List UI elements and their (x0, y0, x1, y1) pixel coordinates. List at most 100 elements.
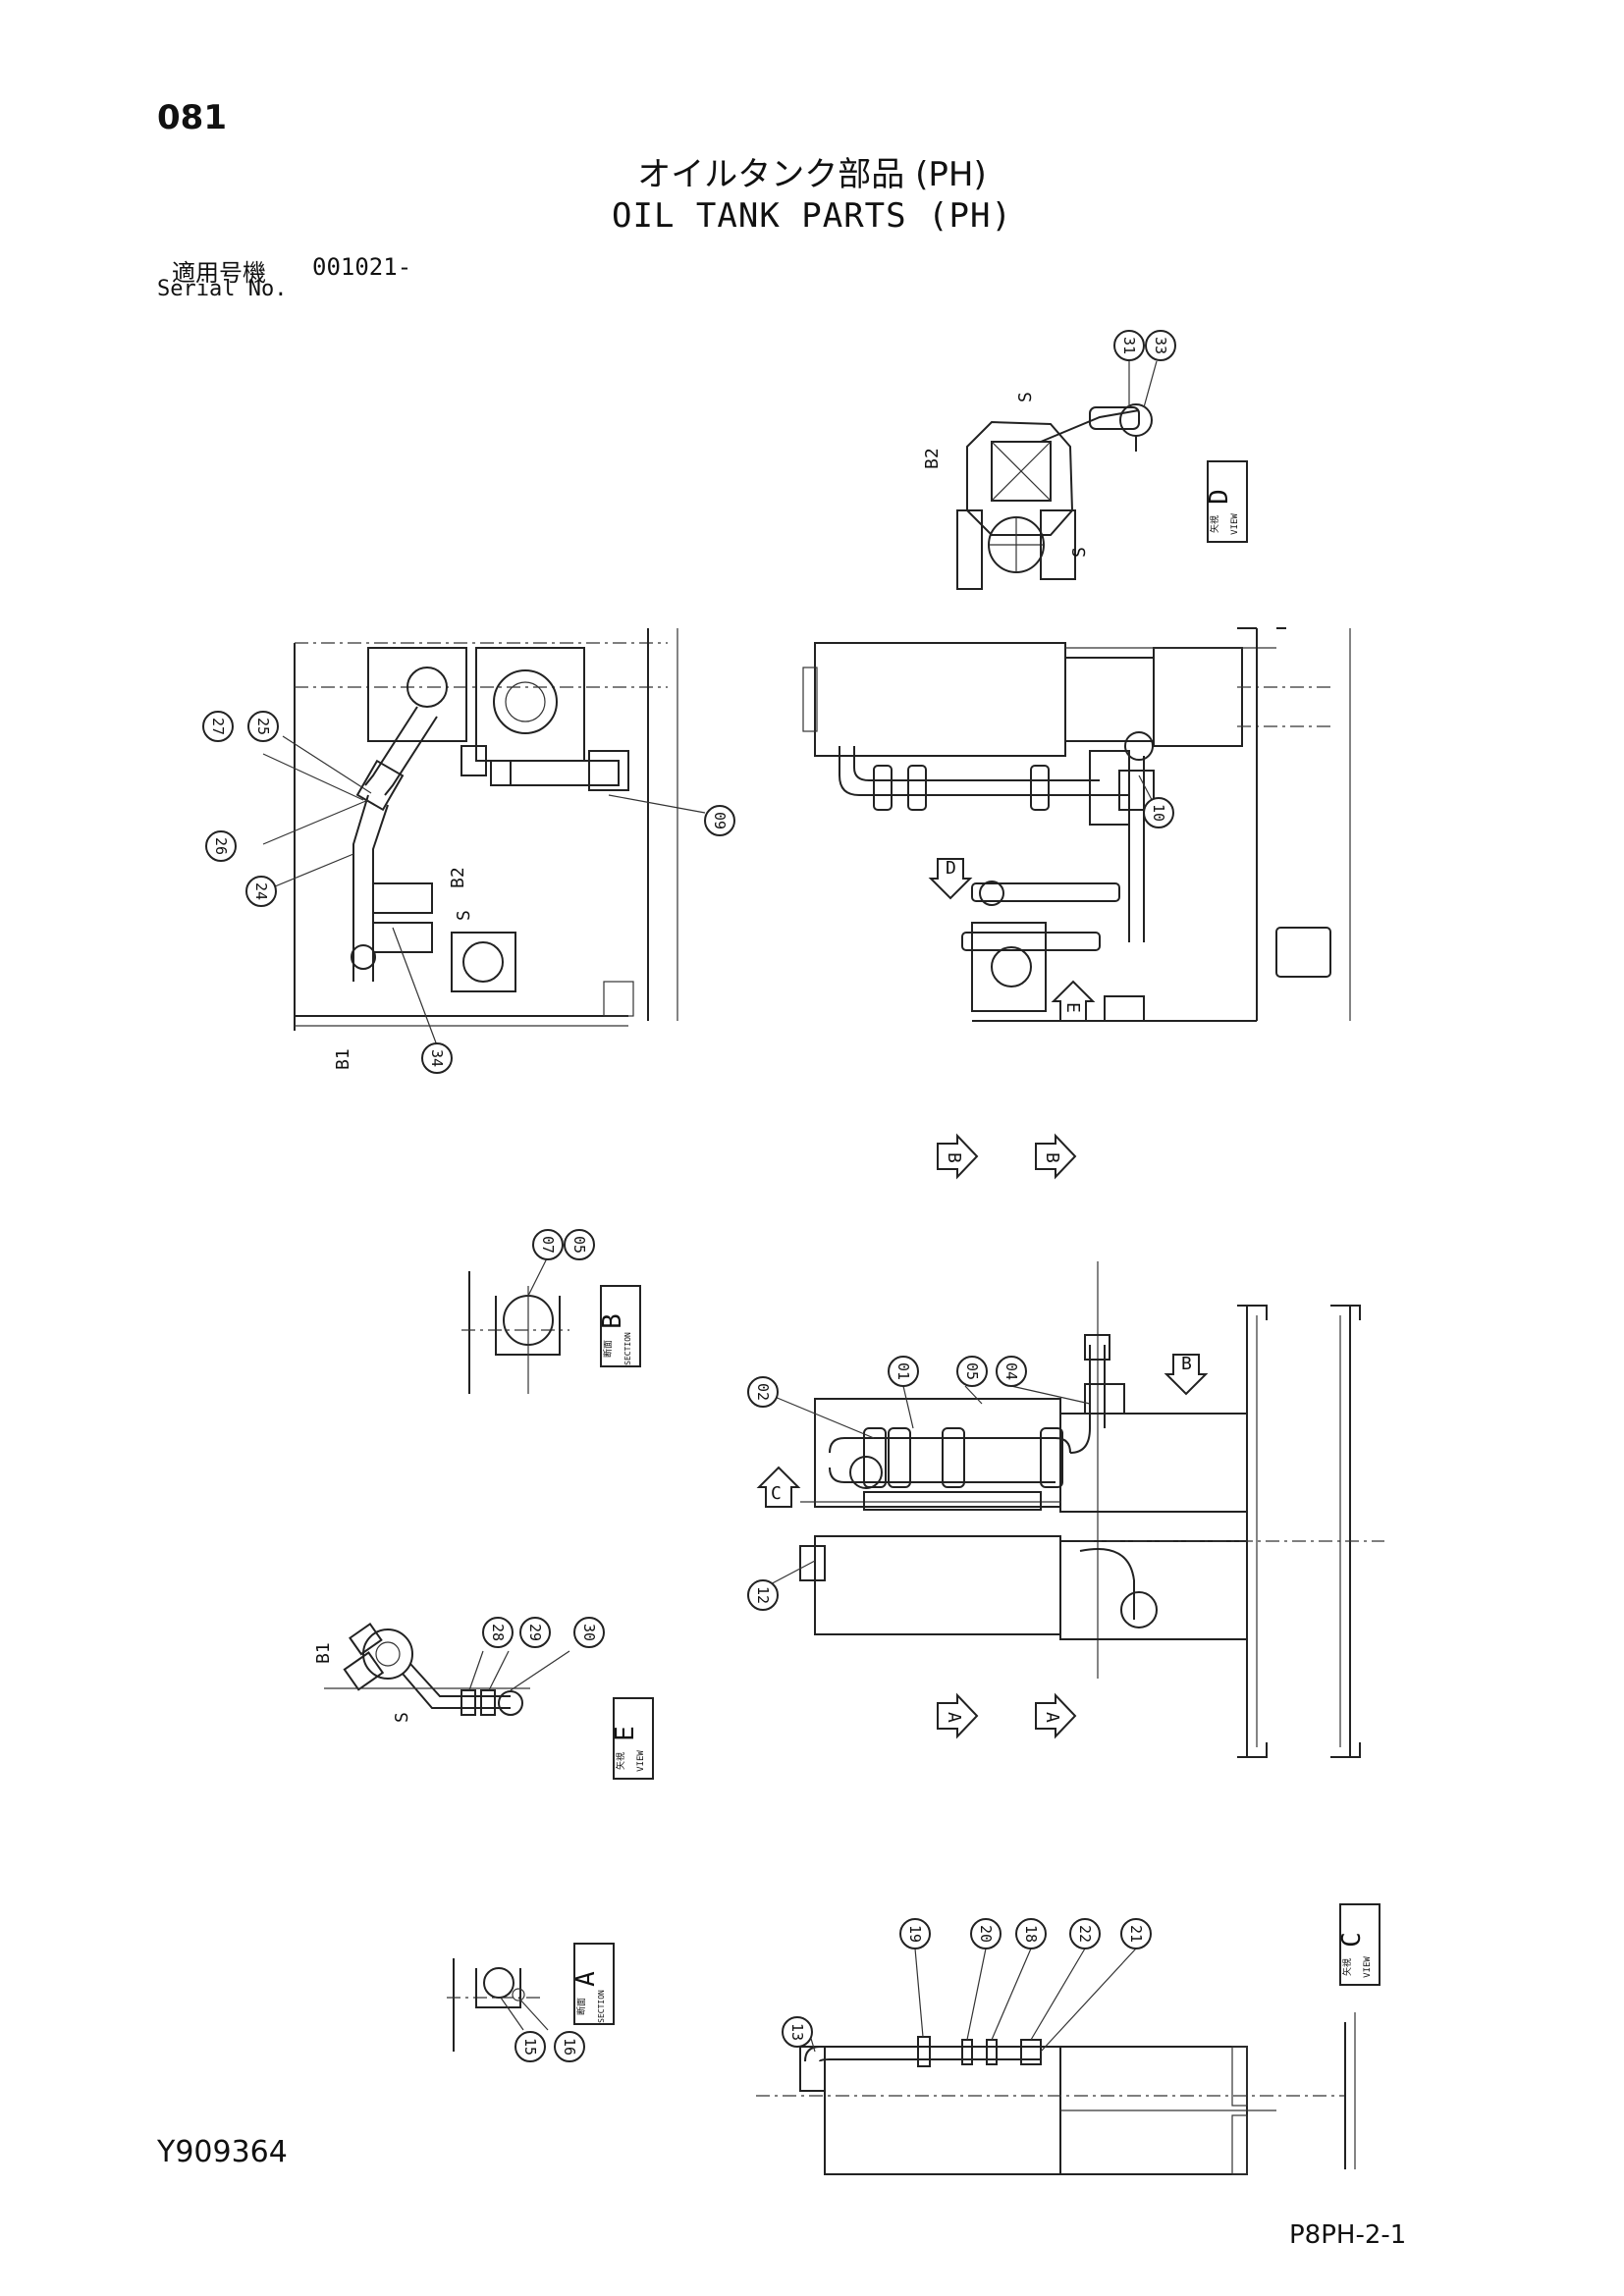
callout-28: 28 (482, 1617, 514, 1648)
callout-10: 10 (1143, 797, 1174, 828)
callout-25: 25 (247, 711, 279, 742)
marker-b1-left: B1 (333, 1048, 353, 1070)
svg-text:断面: 断面 (602, 1340, 614, 1358)
callout-20: 20 (970, 1918, 1001, 1949)
view-d-label: D 矢視 VIEW (1205, 460, 1248, 543)
svg-text:C: C (1337, 1932, 1367, 1948)
svg-text:24: 24 (252, 882, 270, 900)
svg-text:矢視: 矢視 (1341, 1958, 1353, 1976)
callout-22: 22 (1069, 1918, 1101, 1949)
svg-text:02: 02 (754, 1383, 772, 1401)
svg-text:A: A (571, 1971, 601, 1987)
marker-s-view-d-bottom: S (1069, 547, 1090, 558)
callout-16: 16 (554, 2031, 585, 2062)
serial-number: 001021- (312, 253, 412, 281)
arrow-b-left: B (937, 1133, 979, 1180)
callout-30: 30 (573, 1617, 605, 1648)
svg-text:A: A (1042, 1712, 1062, 1723)
svg-text:C: C (771, 1483, 782, 1504)
svg-text:26: 26 (212, 837, 230, 855)
section-b-label: B 断面 SECTION (598, 1285, 641, 1367)
view-c-drawing (756, 2012, 1356, 2175)
arrow-b-lower: B (1164, 1354, 1209, 1396)
arrow-c: C (756, 1466, 801, 1508)
svg-text:25: 25 (254, 718, 272, 735)
svg-text:E: E (611, 1726, 640, 1741)
callout-05: 05 (956, 1356, 988, 1387)
svg-text:SECTION: SECTION (597, 1990, 606, 2023)
callout-07: 07 (532, 1229, 564, 1260)
serial-label-english: Serial No. (157, 277, 288, 301)
svg-text:D: D (946, 858, 956, 879)
callout-12: 12 (747, 1579, 779, 1611)
arrow-a-left: A (937, 1692, 979, 1739)
serial-label-japanese: 適用号機 (172, 259, 266, 287)
callout-05-section-b: 05 (564, 1229, 595, 1260)
callout-09: 09 (704, 805, 735, 836)
svg-text:09: 09 (711, 812, 729, 829)
svg-text:22: 22 (1076, 1925, 1094, 1943)
svg-text:D: D (1205, 489, 1234, 505)
svg-text:27: 27 (209, 718, 227, 735)
svg-text:10: 10 (1150, 804, 1167, 822)
svg-text:29: 29 (526, 1624, 544, 1641)
arrow-b-right: B (1035, 1133, 1077, 1180)
title-japanese: オイルタンク部品 (PH) (637, 155, 987, 194)
lower-right-tank-drawing (799, 1261, 1384, 1758)
svg-text:A: A (944, 1712, 964, 1723)
section-b-drawing (461, 1271, 569, 1394)
svg-text:VIEW: VIEW (1230, 513, 1240, 535)
section-a-label: A 断面 SECTION (571, 1943, 615, 2025)
callout-27: 27 (202, 711, 234, 742)
callout-31: 31 (1113, 330, 1145, 361)
marker-b2-left: B2 (448, 867, 468, 888)
marker-s-view-e: S (392, 1712, 412, 1723)
marker-b2-view-d: B2 (922, 448, 943, 469)
arrow-d: D (928, 858, 973, 900)
svg-text:15: 15 (521, 2038, 539, 2056)
svg-text:SECTION: SECTION (623, 1332, 632, 1365)
callout-21: 21 (1120, 1918, 1152, 1949)
svg-text:E: E (1062, 1002, 1083, 1013)
callout-13: 13 (782, 2016, 813, 2048)
callout-33: 33 (1145, 330, 1176, 361)
marker-s-left: S (454, 910, 474, 921)
left-side-view-drawing: B2 B1 S (294, 628, 678, 1070)
svg-text:12: 12 (754, 1586, 772, 1604)
callout-04: 04 (996, 1356, 1027, 1387)
svg-text:B: B (598, 1313, 627, 1329)
marker-s-view-d-top: S (1015, 392, 1036, 402)
view-d-pump-drawing: B2 S S (922, 392, 1153, 590)
svg-text:16: 16 (561, 2038, 578, 2056)
callout-34: 34 (421, 1042, 453, 1074)
drawing-code: Y909364 (157, 2135, 288, 2169)
svg-text:B: B (1181, 1354, 1192, 1374)
svg-text:矢視: 矢視 (615, 1752, 626, 1770)
svg-text:04: 04 (1002, 1362, 1020, 1380)
callout-26: 26 (205, 830, 237, 862)
arrow-e: E (1051, 980, 1096, 1022)
marker-b1-view-e: B1 (313, 1642, 334, 1664)
leader-lines (262, 360, 1160, 2053)
svg-text:05: 05 (570, 1236, 588, 1254)
view-c-label: C 矢視 VIEW (1337, 1903, 1380, 1986)
arrow-a-right: A (1035, 1692, 1077, 1739)
svg-text:01: 01 (894, 1362, 912, 1380)
callout-29: 29 (519, 1617, 551, 1648)
svg-text:VIEW: VIEW (636, 1750, 646, 1772)
callout-02: 02 (747, 1376, 779, 1408)
page-code: P8PH-2-1 (1289, 2220, 1407, 2250)
view-e-label: E 矢視 VIEW (611, 1697, 654, 1780)
callout-18: 18 (1015, 1918, 1047, 1949)
svg-text:31: 31 (1120, 337, 1138, 354)
svg-text:断面: 断面 (575, 1998, 587, 2015)
section-a-drawing (447, 1958, 545, 2052)
svg-text:18: 18 (1022, 1925, 1040, 1943)
svg-text:28: 28 (489, 1624, 507, 1641)
svg-text:30: 30 (580, 1624, 598, 1641)
svg-text:34: 34 (428, 1049, 446, 1067)
svg-text:13: 13 (788, 2023, 806, 2041)
svg-text:矢視: 矢視 (1209, 515, 1220, 533)
svg-text:19: 19 (906, 1925, 924, 1943)
